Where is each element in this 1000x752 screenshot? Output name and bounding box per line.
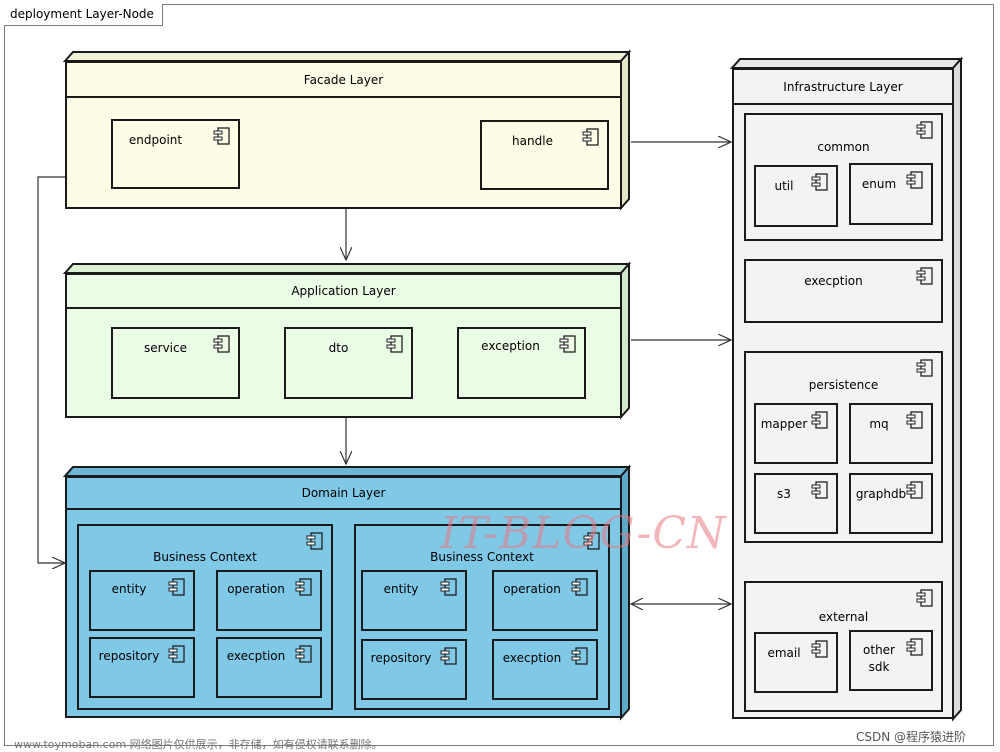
- common-package: common util enum: [744, 113, 943, 241]
- email-component: email: [754, 632, 838, 693]
- facade-layer-title: Facade Layer: [303, 73, 384, 87]
- component-icon: [295, 578, 312, 596]
- component-icon: [906, 171, 923, 189]
- mq-component: mq: [849, 403, 933, 464]
- component-icon: [571, 647, 588, 665]
- execption-component: execption: [216, 637, 322, 698]
- graphdb-component: graphdb: [849, 473, 933, 534]
- footer-left: www.toymoban.com 网络图片仅供展示，非存储，如有侵权请联系删除。: [14, 738, 383, 751]
- repository-component: repository: [89, 637, 195, 698]
- infrastructure-node-depth: [729, 58, 964, 69]
- enum-component: enum: [849, 163, 933, 225]
- facade-layer-node: Facade Layer endpoint handle: [65, 61, 622, 209]
- component-icon: [811, 640, 828, 658]
- component-icon: [440, 578, 457, 596]
- component-icon: [906, 411, 923, 429]
- facade-to-domain-arrow: [37, 176, 65, 563]
- diagram-frame: [4, 4, 994, 746]
- service-component: service: [111, 327, 240, 399]
- persistence-package: persistence mapper mq s3 graphdb: [744, 351, 943, 543]
- component-icon: [583, 532, 600, 550]
- endpoint-component: endpoint: [111, 119, 240, 189]
- domain-layer-node: Domain Layer Business Context entity ope…: [65, 476, 622, 718]
- watermark: IT-BLOG-CN: [440, 508, 727, 559]
- entity-component: entity: [89, 570, 195, 631]
- application-node-depth: [62, 263, 632, 274]
- s3-component: s3: [754, 473, 838, 534]
- handle-component: handle: [480, 120, 609, 190]
- dto-component: dto: [284, 327, 413, 399]
- external-package: external email other sdk: [744, 581, 943, 712]
- entity-component: entity: [361, 570, 467, 631]
- component-icon: [571, 578, 588, 596]
- facade-node-depth: [62, 51, 632, 62]
- component-icon: [559, 335, 576, 353]
- mapper-component: mapper: [754, 403, 838, 464]
- component-icon: [811, 481, 828, 499]
- component-icon: [168, 645, 185, 663]
- execption-component: execption: [492, 639, 598, 700]
- component-icon: [811, 411, 828, 429]
- infrastructure-layer-title: Infrastructure Layer: [783, 80, 903, 94]
- exception-component: exception: [457, 327, 586, 399]
- component-icon: [213, 127, 230, 145]
- component-icon: [916, 121, 933, 139]
- component-icon: [213, 335, 230, 353]
- component-icon: [811, 173, 828, 191]
- operation-component: operation: [216, 570, 322, 631]
- util-component: util: [754, 165, 838, 227]
- component-icon: [306, 532, 323, 550]
- component-icon: [582, 128, 599, 146]
- application-layer-title: Application Layer: [291, 284, 396, 298]
- component-icon: [906, 481, 923, 499]
- component-icon: [916, 589, 933, 607]
- component-icon: [916, 267, 933, 285]
- application-layer-node: Application Layer service dto exception: [65, 273, 622, 418]
- footer-right: CSDN @程序猿进阶: [856, 730, 967, 744]
- domain-node-depth: [62, 466, 632, 477]
- execption-package: execption: [744, 259, 943, 323]
- component-icon: [906, 638, 923, 656]
- business-context-2: Business Context entity operation reposi…: [354, 524, 610, 710]
- infrastructure-layer-node: Infrastructure Layer common util enum ex…: [732, 68, 954, 719]
- other-sdk-component: other sdk: [849, 630, 933, 691]
- component-icon: [440, 647, 457, 665]
- business-context-1: Business Context entity operation reposi…: [77, 524, 333, 710]
- frame-title: deployment Layer-Node: [4, 4, 163, 26]
- component-icon: [295, 645, 312, 663]
- domain-layer-title: Domain Layer: [301, 486, 386, 500]
- component-icon: [386, 335, 403, 353]
- repository-component: repository: [361, 639, 467, 700]
- operation-component: operation: [492, 570, 598, 631]
- component-icon: [168, 578, 185, 596]
- component-icon: [916, 359, 933, 377]
